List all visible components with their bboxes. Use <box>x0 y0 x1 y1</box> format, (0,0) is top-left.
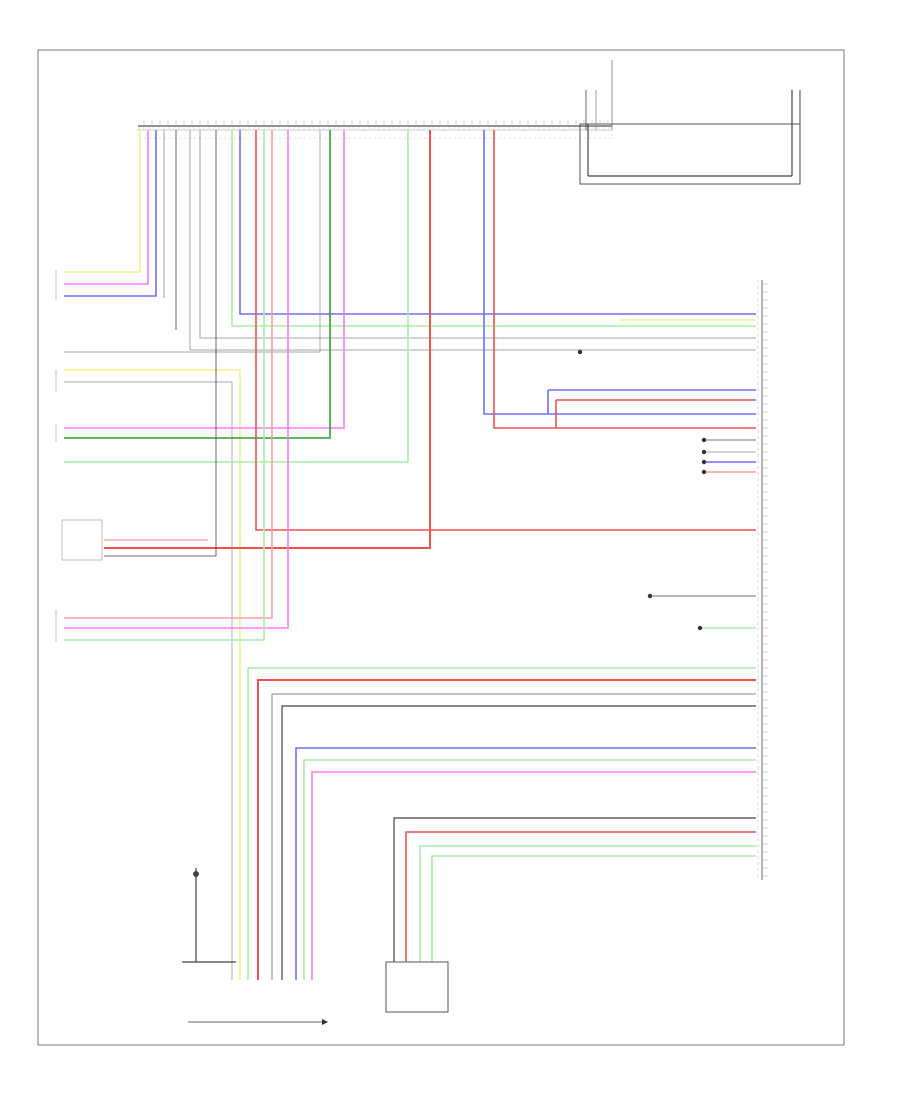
ground-dot <box>701 459 707 465</box>
wire-gray-7 <box>271 693 756 980</box>
wire-red-main <box>104 130 431 549</box>
ground-dots <box>577 349 707 631</box>
wire-pink-9 <box>311 771 756 980</box>
ground-dot <box>701 449 707 455</box>
wire-yellow-1 <box>64 130 141 273</box>
top-connector <box>137 60 613 139</box>
wire-blue-3 <box>483 130 756 415</box>
wire-gray-6 <box>104 130 217 557</box>
wire-red-7 <box>64 130 273 619</box>
wire-green-5 <box>64 130 265 641</box>
ground-dot <box>577 349 583 355</box>
wire-gray-5 <box>64 381 233 980</box>
connector-ticks <box>143 120 768 877</box>
wire-gray-4 <box>64 130 321 353</box>
wire-red-10 <box>405 831 756 962</box>
wire-yellow-3 <box>64 369 241 980</box>
ground-dot <box>647 593 653 599</box>
wire-blue-1 <box>64 130 157 297</box>
wire-dark-10 <box>393 817 756 962</box>
wire-pink-1 <box>64 130 149 285</box>
bluetooth-module <box>579 90 801 185</box>
wire-red-8 <box>257 679 756 980</box>
direction-arrow <box>188 1019 328 1025</box>
ground-symbol <box>182 868 236 963</box>
wire-green-3 <box>64 130 331 439</box>
ground-dot <box>701 469 707 475</box>
wire-green-10 <box>419 845 756 962</box>
left-connectors <box>55 270 103 642</box>
wire-pink-2 <box>64 130 345 429</box>
wire-green-2 <box>231 130 756 327</box>
wire-green-4 <box>64 130 409 463</box>
wire-green-9 <box>303 759 756 980</box>
ground-dot <box>697 625 703 631</box>
wire-pink-3 <box>64 130 289 629</box>
wire-red-2 <box>255 130 756 531</box>
wire-blue-2 <box>239 130 756 315</box>
wires <box>64 90 756 980</box>
ground-dot <box>701 437 707 443</box>
wire-red-4 <box>493 130 756 429</box>
wire-dark-8 <box>281 705 756 980</box>
wire-green-6 <box>247 667 756 980</box>
wire-lg-11 <box>431 855 756 962</box>
wire-blue-9 <box>295 747 756 980</box>
usb-connector-box <box>385 961 449 1013</box>
wire-gray-2 <box>199 130 756 339</box>
right-connector <box>757 280 763 880</box>
diagram-frame <box>37 49 845 1046</box>
wire-gray-3 <box>189 130 756 351</box>
